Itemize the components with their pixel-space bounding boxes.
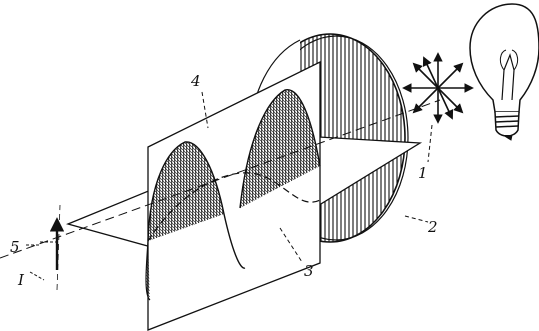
label-1: 1 [418,164,428,182]
label-5: 5 [10,238,20,256]
light-bulb-icon [469,3,539,141]
label-2: 2 [427,218,438,236]
beam-axis [0,99,441,259]
label-intensity: I [17,271,25,289]
electric-wave [145,89,321,301]
leader-lines [26,91,433,281]
label-3: 3 [304,262,314,280]
label-4: 4 [190,72,201,90]
unpolarized-light-star-icon [402,52,474,124]
field-arrow-icon [40,204,65,291]
